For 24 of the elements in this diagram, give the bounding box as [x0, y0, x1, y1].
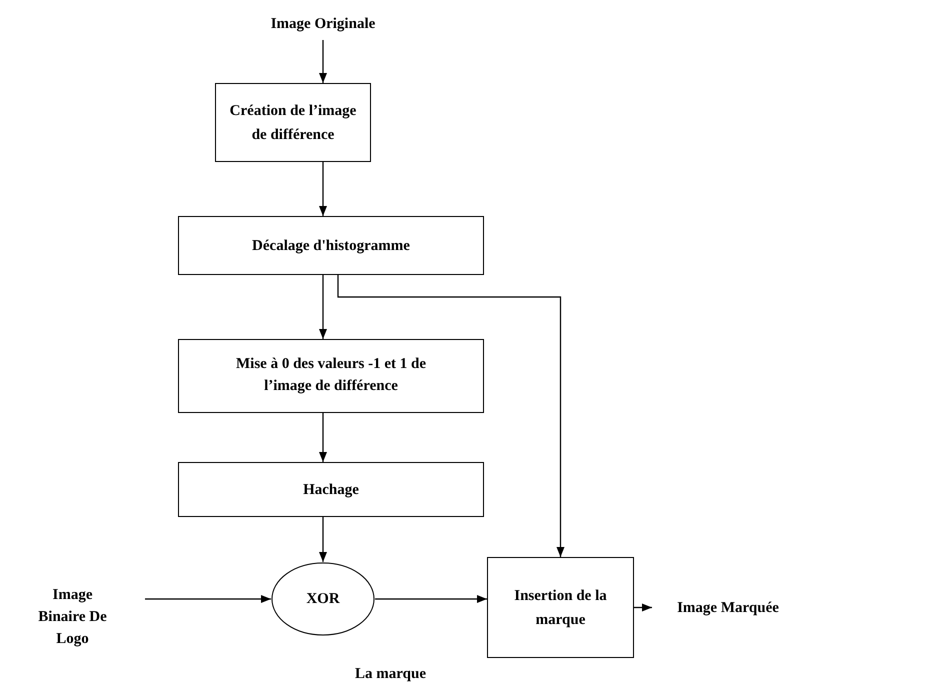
node-label: XOR [306, 590, 340, 609]
process-box [178, 339, 484, 413]
node-label: Mise à 0 des valeurs -1 et 1 de l’image de différence [235, 355, 427, 396]
process-box [178, 462, 484, 517]
arrow [375, 595, 487, 603]
process-box [178, 216, 484, 275]
arrow [337, 275, 564, 557]
node-label: Décalage d'histogramme [252, 236, 410, 256]
node-label: Hachage [303, 480, 359, 500]
process-box [487, 557, 634, 658]
io-label: Image Binaire De Logo [0, 574, 145, 662]
io-label: Image Marquée [652, 592, 804, 624]
arrow [319, 162, 327, 216]
arrow [634, 604, 652, 612]
arrow [319, 275, 327, 339]
arrow [319, 40, 327, 83]
node-label: Insertion de la marque [513, 586, 608, 630]
arrow [319, 413, 327, 462]
process-box [215, 83, 371, 162]
arrow [319, 517, 327, 562]
arrow [145, 595, 271, 603]
io-label: Image Originale [255, 8, 391, 40]
beside-label: La marque [355, 666, 426, 683]
node-label: Création de l’image de différence [228, 102, 358, 144]
